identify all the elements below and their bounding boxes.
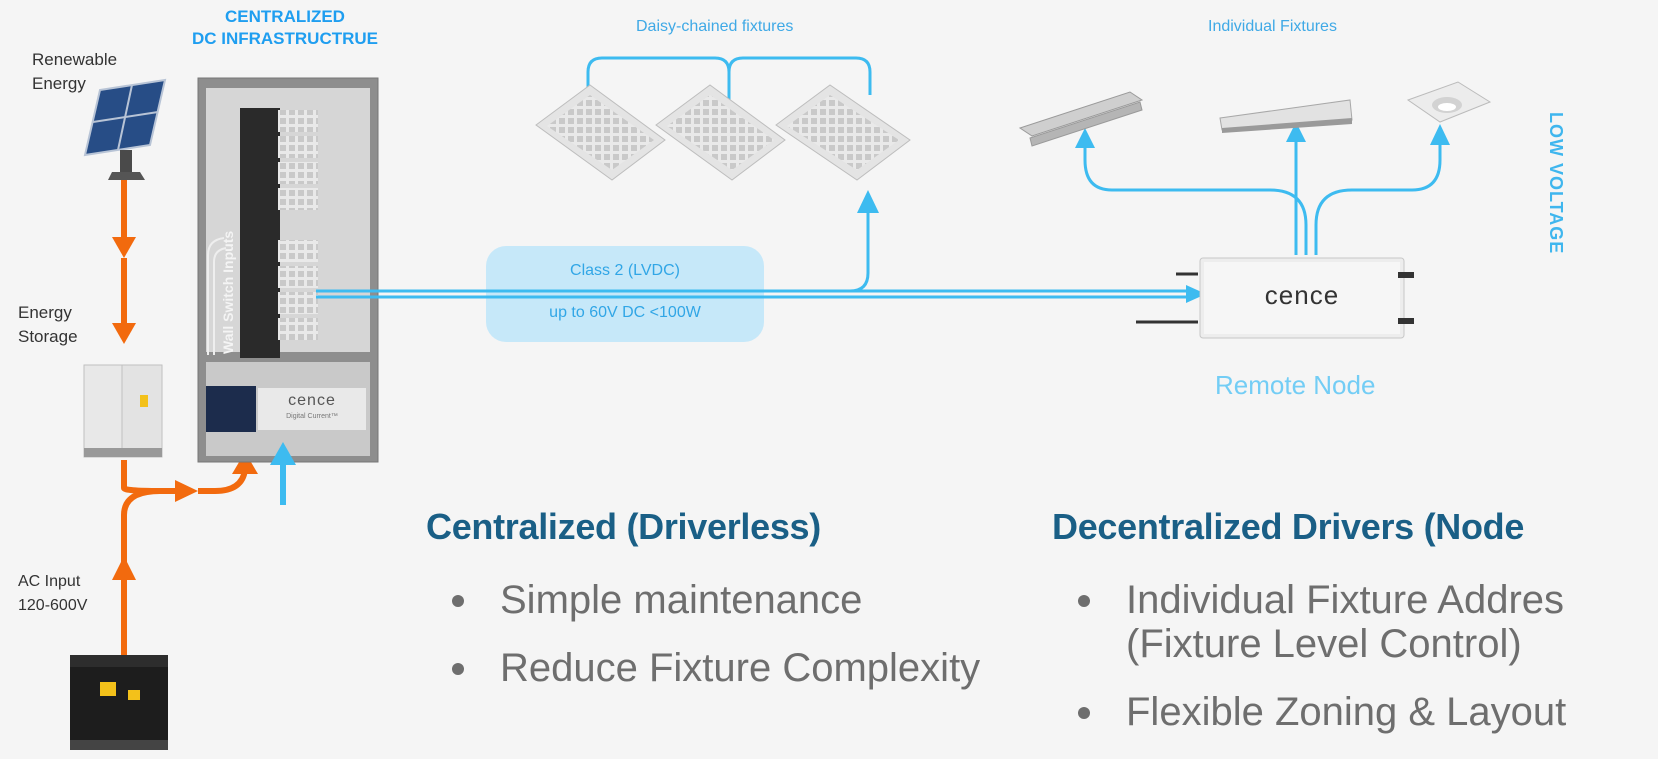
arrow-to-node [1186, 285, 1206, 303]
arrow-fixture-2 [1286, 122, 1306, 142]
centralized-dc-line2: DC INFRASTRUCTRUE [191, 29, 379, 48]
centralized-dc-heading: CENTRALIZED DC INFRASTRUCTRUE [170, 6, 400, 50]
solar-panel-icon [83, 78, 167, 180]
ac-input-label: AC Input 120-600V [18, 570, 87, 618]
remote-node-label: Remote Node [1215, 370, 1376, 400]
class2-region [486, 246, 764, 342]
node-brand-logo: cence [1264, 280, 1340, 310]
centralized-bullets: Simple maintenance Reduce Fixture Comple… [428, 578, 980, 714]
bullet-simple-maintenance: Simple maintenance [428, 578, 980, 622]
bullet-individual-addressing: Individual Fixture Addres [1054, 578, 1566, 622]
individual-fixtures-label: Individual Fixtures [1208, 18, 1337, 35]
panel-brand-sub: Digital Current™ [286, 413, 338, 420]
dc-input-arrow [270, 442, 296, 505]
low-voltage-label: LOW VOLTAGE [1546, 112, 1566, 255]
remote-node-icon [1136, 257, 1414, 339]
renewable-energy-line2: Energy [32, 74, 86, 93]
centralized-dc-line1: CENTRALIZED [225, 7, 345, 26]
generator-icon [70, 655, 168, 750]
signal-lines [316, 56, 1442, 299]
daisy-chain-fixture-icons [535, 84, 911, 181]
decentralized-title: Decentralized Drivers (Node [1052, 506, 1525, 547]
arrow-up-daisy [857, 190, 879, 213]
decentralized-bullets: Individual Fixture Addres (Fixture Level… [1054, 578, 1566, 758]
energy-storage-line1: Energy [18, 303, 72, 322]
arrow-fixture-1 [1075, 128, 1095, 148]
ac-input-line1: AC Input [18, 573, 81, 590]
class2-label: Class 2 (LVDC) [570, 262, 680, 279]
energy-storage-line2: Storage [18, 327, 78, 346]
arrow-fixture-3 [1430, 124, 1450, 145]
renewable-energy-label: Renewable Energy [32, 48, 117, 96]
renewable-energy-line1: Renewable [32, 50, 118, 69]
energy-storage-icon [83, 364, 163, 458]
centralized-title: Centralized (Driverless) [426, 506, 821, 547]
bullet-fixture-level-control: (Fixture Level Control) [1126, 622, 1522, 666]
voltage-spec-label: up to 60V DC <100W [549, 304, 701, 321]
individual-fixture-icons [1018, 81, 1492, 147]
bullet-flexible-zoning: Flexible Zoning & Layout [1054, 690, 1566, 734]
ac-input-line2: 120-600V [18, 597, 88, 614]
dc-panel [197, 77, 379, 463]
energy-storage-label: Energy Storage [18, 301, 78, 349]
daisy-chained-label: Daisy-chained fixtures [636, 18, 794, 35]
panel-brand-logo: cence [288, 392, 336, 409]
power-lines [112, 180, 258, 655]
wall-switch-label: Wall Switch Inputs [220, 230, 236, 354]
bullet-reduce-complexity: Reduce Fixture Complexity [428, 646, 980, 690]
